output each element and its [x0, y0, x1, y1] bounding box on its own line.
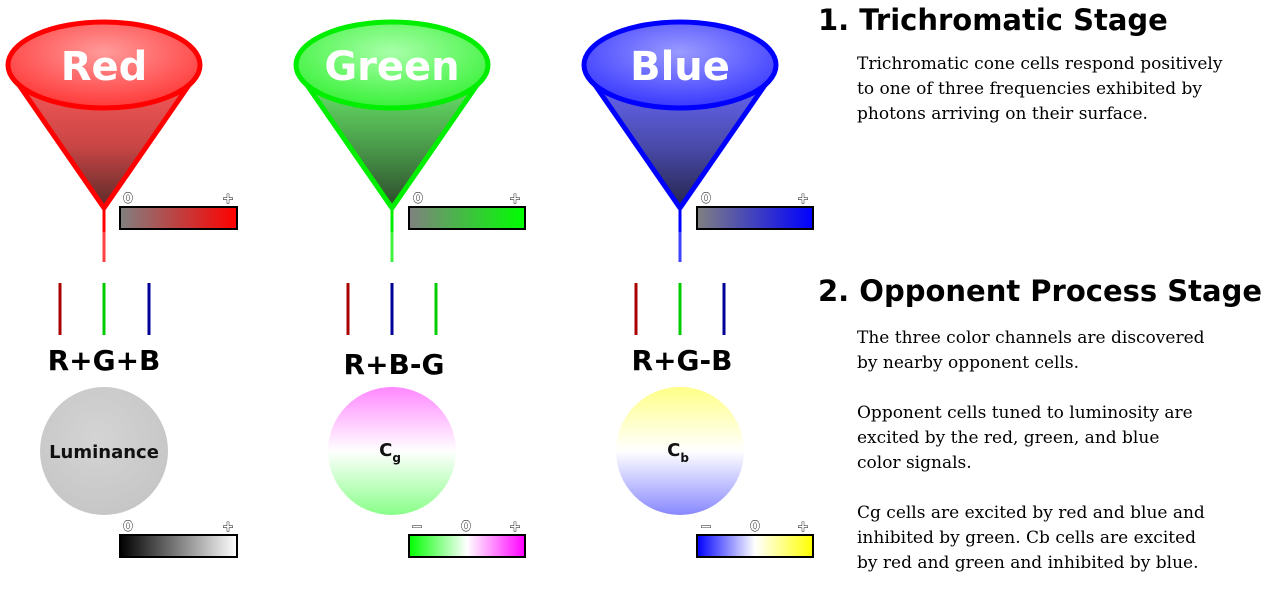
- cb-formula: R+G-B: [632, 344, 733, 377]
- red-scale-gradient: [119, 206, 238, 230]
- stage-1-title: 1. Trichromatic Stage: [818, 3, 1168, 37]
- color-vision-diagram: Red 0 + Green 0 + Blue 0 +: [5, 19, 814, 558]
- red-scale-bar: 0 +: [119, 191, 238, 230]
- luminance-label: Luminance: [49, 442, 159, 463]
- luminance-cell: Luminance: [40, 387, 168, 515]
- green-scale-gradient: [408, 206, 526, 230]
- stage-2-paragraph-3: Cg cells are excited by red and blue and…: [857, 503, 1205, 573]
- cg-label: Cg: [379, 440, 401, 465]
- luminance-scale-gradient: [119, 534, 238, 558]
- cg-signal-lines: [346, 283, 438, 335]
- red-scale-plus: +: [222, 191, 234, 207]
- stage-1-description: Trichromatic cone cells respond positive…: [857, 54, 1223, 124]
- green-cone-label: Green: [324, 44, 459, 90]
- red-cone-top: [5, 19, 203, 111]
- cb-label: Cb: [667, 440, 689, 465]
- cg-scale-plus: +: [509, 519, 521, 535]
- luminance-signal-lines: [58, 283, 151, 335]
- cg-formula: R+B-G: [344, 348, 445, 381]
- cg-scale-gradient: [408, 534, 526, 558]
- cb-scale-minus: −: [700, 519, 712, 535]
- green-cone-top: [293, 19, 491, 111]
- cb-scale-gradient: [696, 534, 814, 558]
- cb-cell: Cb: [616, 387, 744, 515]
- stage-2-paragraph-2: Opponent cells tuned to luminosity are e…: [857, 403, 1193, 473]
- luminance-circle: [40, 387, 168, 515]
- luminance-scale-plus: +: [222, 519, 234, 535]
- red-scale-zero: 0: [123, 191, 133, 207]
- blue-scale-zero: 0: [701, 191, 711, 207]
- cg-scale-zero: 0: [461, 519, 471, 535]
- stage-2-title: 2. Opponent Process Stage: [818, 274, 1262, 308]
- cb-scale-plus: +: [797, 519, 809, 535]
- green-cone: Green: [293, 19, 491, 262]
- blue-cone: Blue: [581, 19, 779, 262]
- blue-scale-plus: +: [797, 191, 809, 207]
- red-cone-label: Red: [61, 44, 148, 90]
- green-scale-plus: +: [509, 191, 521, 207]
- red-cone: Red: [5, 19, 203, 262]
- cb-circle: [616, 387, 744, 515]
- blue-scale-gradient: [696, 206, 814, 230]
- cb-scale-bar: − 0 +: [696, 519, 814, 558]
- cg-circle: [328, 387, 456, 515]
- cg-cell: Cg: [328, 387, 456, 515]
- luminance-formula: R+G+B: [48, 344, 161, 377]
- cb-scale-zero: 0: [750, 519, 760, 535]
- green-scale-bar: 0 +: [408, 191, 526, 230]
- cg-scale-bar: − 0 +: [408, 519, 526, 558]
- stage-2-paragraph-1: The three color channels are discovered …: [857, 328, 1205, 373]
- luminance-scale-bar: 0 +: [119, 519, 238, 558]
- green-scale-zero: 0: [413, 191, 423, 207]
- cb-signal-lines: [634, 283, 726, 335]
- blue-scale-bar: 0 +: [696, 191, 814, 230]
- cg-scale-minus: −: [411, 519, 423, 535]
- luminance-scale-zero: 0: [123, 519, 133, 535]
- blue-cone-label: Blue: [630, 44, 730, 90]
- blue-cone-top: [581, 19, 779, 111]
